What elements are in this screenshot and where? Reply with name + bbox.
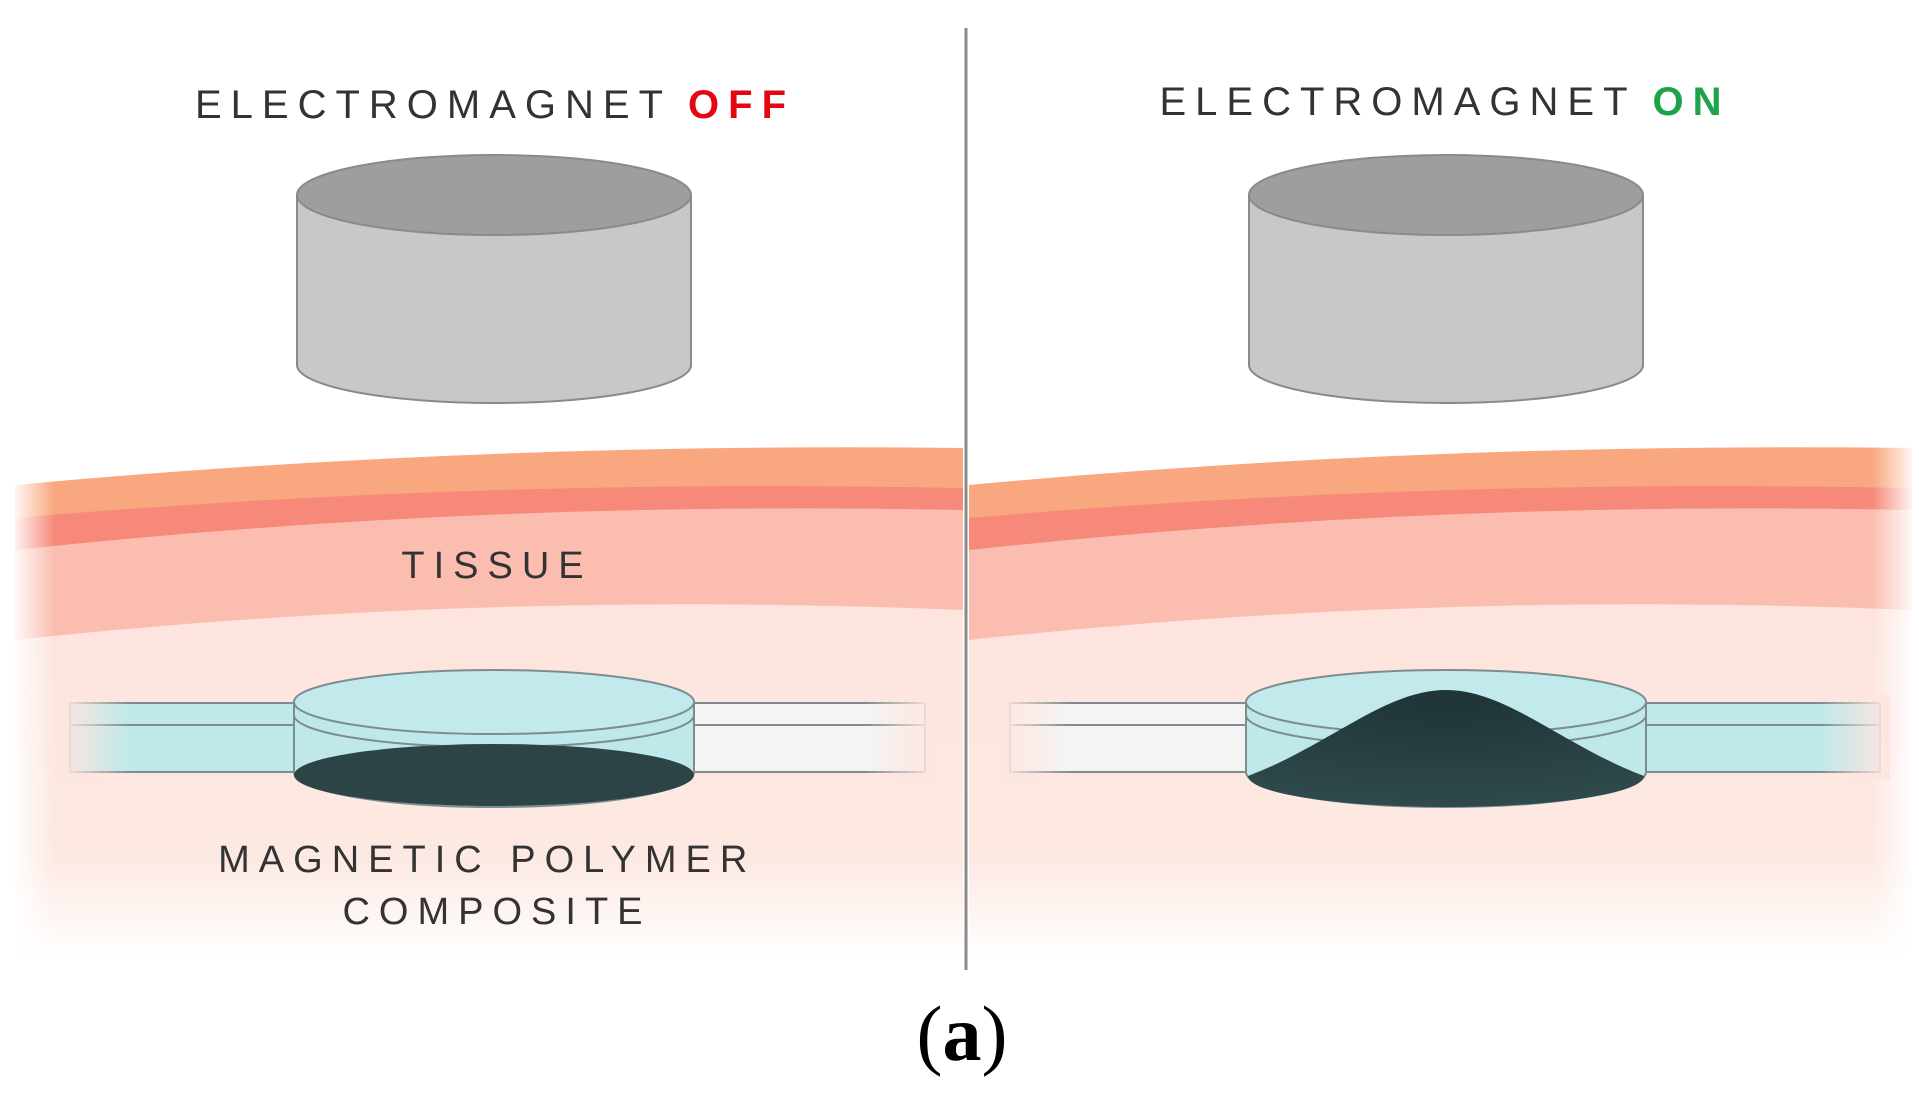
caption-open: ( xyxy=(917,990,943,1077)
left-chamber-lid xyxy=(293,669,695,735)
right-title: ELECTROMAGNET ON xyxy=(1159,79,1730,124)
right-magnet-body xyxy=(1248,194,1644,404)
right-pump-chamber xyxy=(1000,669,1890,808)
composite-label-line1: MAGNETIC POLYMER xyxy=(218,839,756,881)
right-composite-dome xyxy=(1248,690,1644,807)
left-magnet-body xyxy=(296,194,692,404)
figure-caption: (a) xyxy=(917,990,1008,1077)
right-magnet-top xyxy=(1248,154,1644,236)
right-tissue-mid xyxy=(969,485,1912,550)
left-composite-membrane xyxy=(294,744,694,806)
left-panel: ELECTROMAGNET OFF TISSUE xyxy=(15,82,963,960)
composite-label-line2: COMPOSITE xyxy=(342,891,651,933)
right-title-state: ON xyxy=(1653,80,1731,124)
caption-letter: a xyxy=(943,990,982,1077)
left-magnet-top xyxy=(296,154,692,236)
caption-close: ) xyxy=(982,990,1008,1077)
right-title-prefix: ELECTROMAGNET xyxy=(1159,80,1636,124)
right-panel: ELECTROMAGNET ON xyxy=(969,79,1912,960)
tissue-label: TISSUE xyxy=(401,545,592,587)
right-electromagnet xyxy=(1248,154,1644,404)
left-tissue-mid xyxy=(15,485,963,550)
left-title-state: OFF xyxy=(688,83,795,127)
left-title-prefix: ELECTROMAGNET xyxy=(195,83,672,127)
right-tissue-outer xyxy=(969,447,1912,518)
left-title: ELECTROMAGNET OFF xyxy=(195,82,795,127)
left-electromagnet xyxy=(296,154,692,404)
composite-label: MAGNETIC POLYMER COMPOSITE xyxy=(218,839,776,933)
left-pump-chamber xyxy=(60,669,935,808)
left-tissue-outer xyxy=(15,447,963,518)
